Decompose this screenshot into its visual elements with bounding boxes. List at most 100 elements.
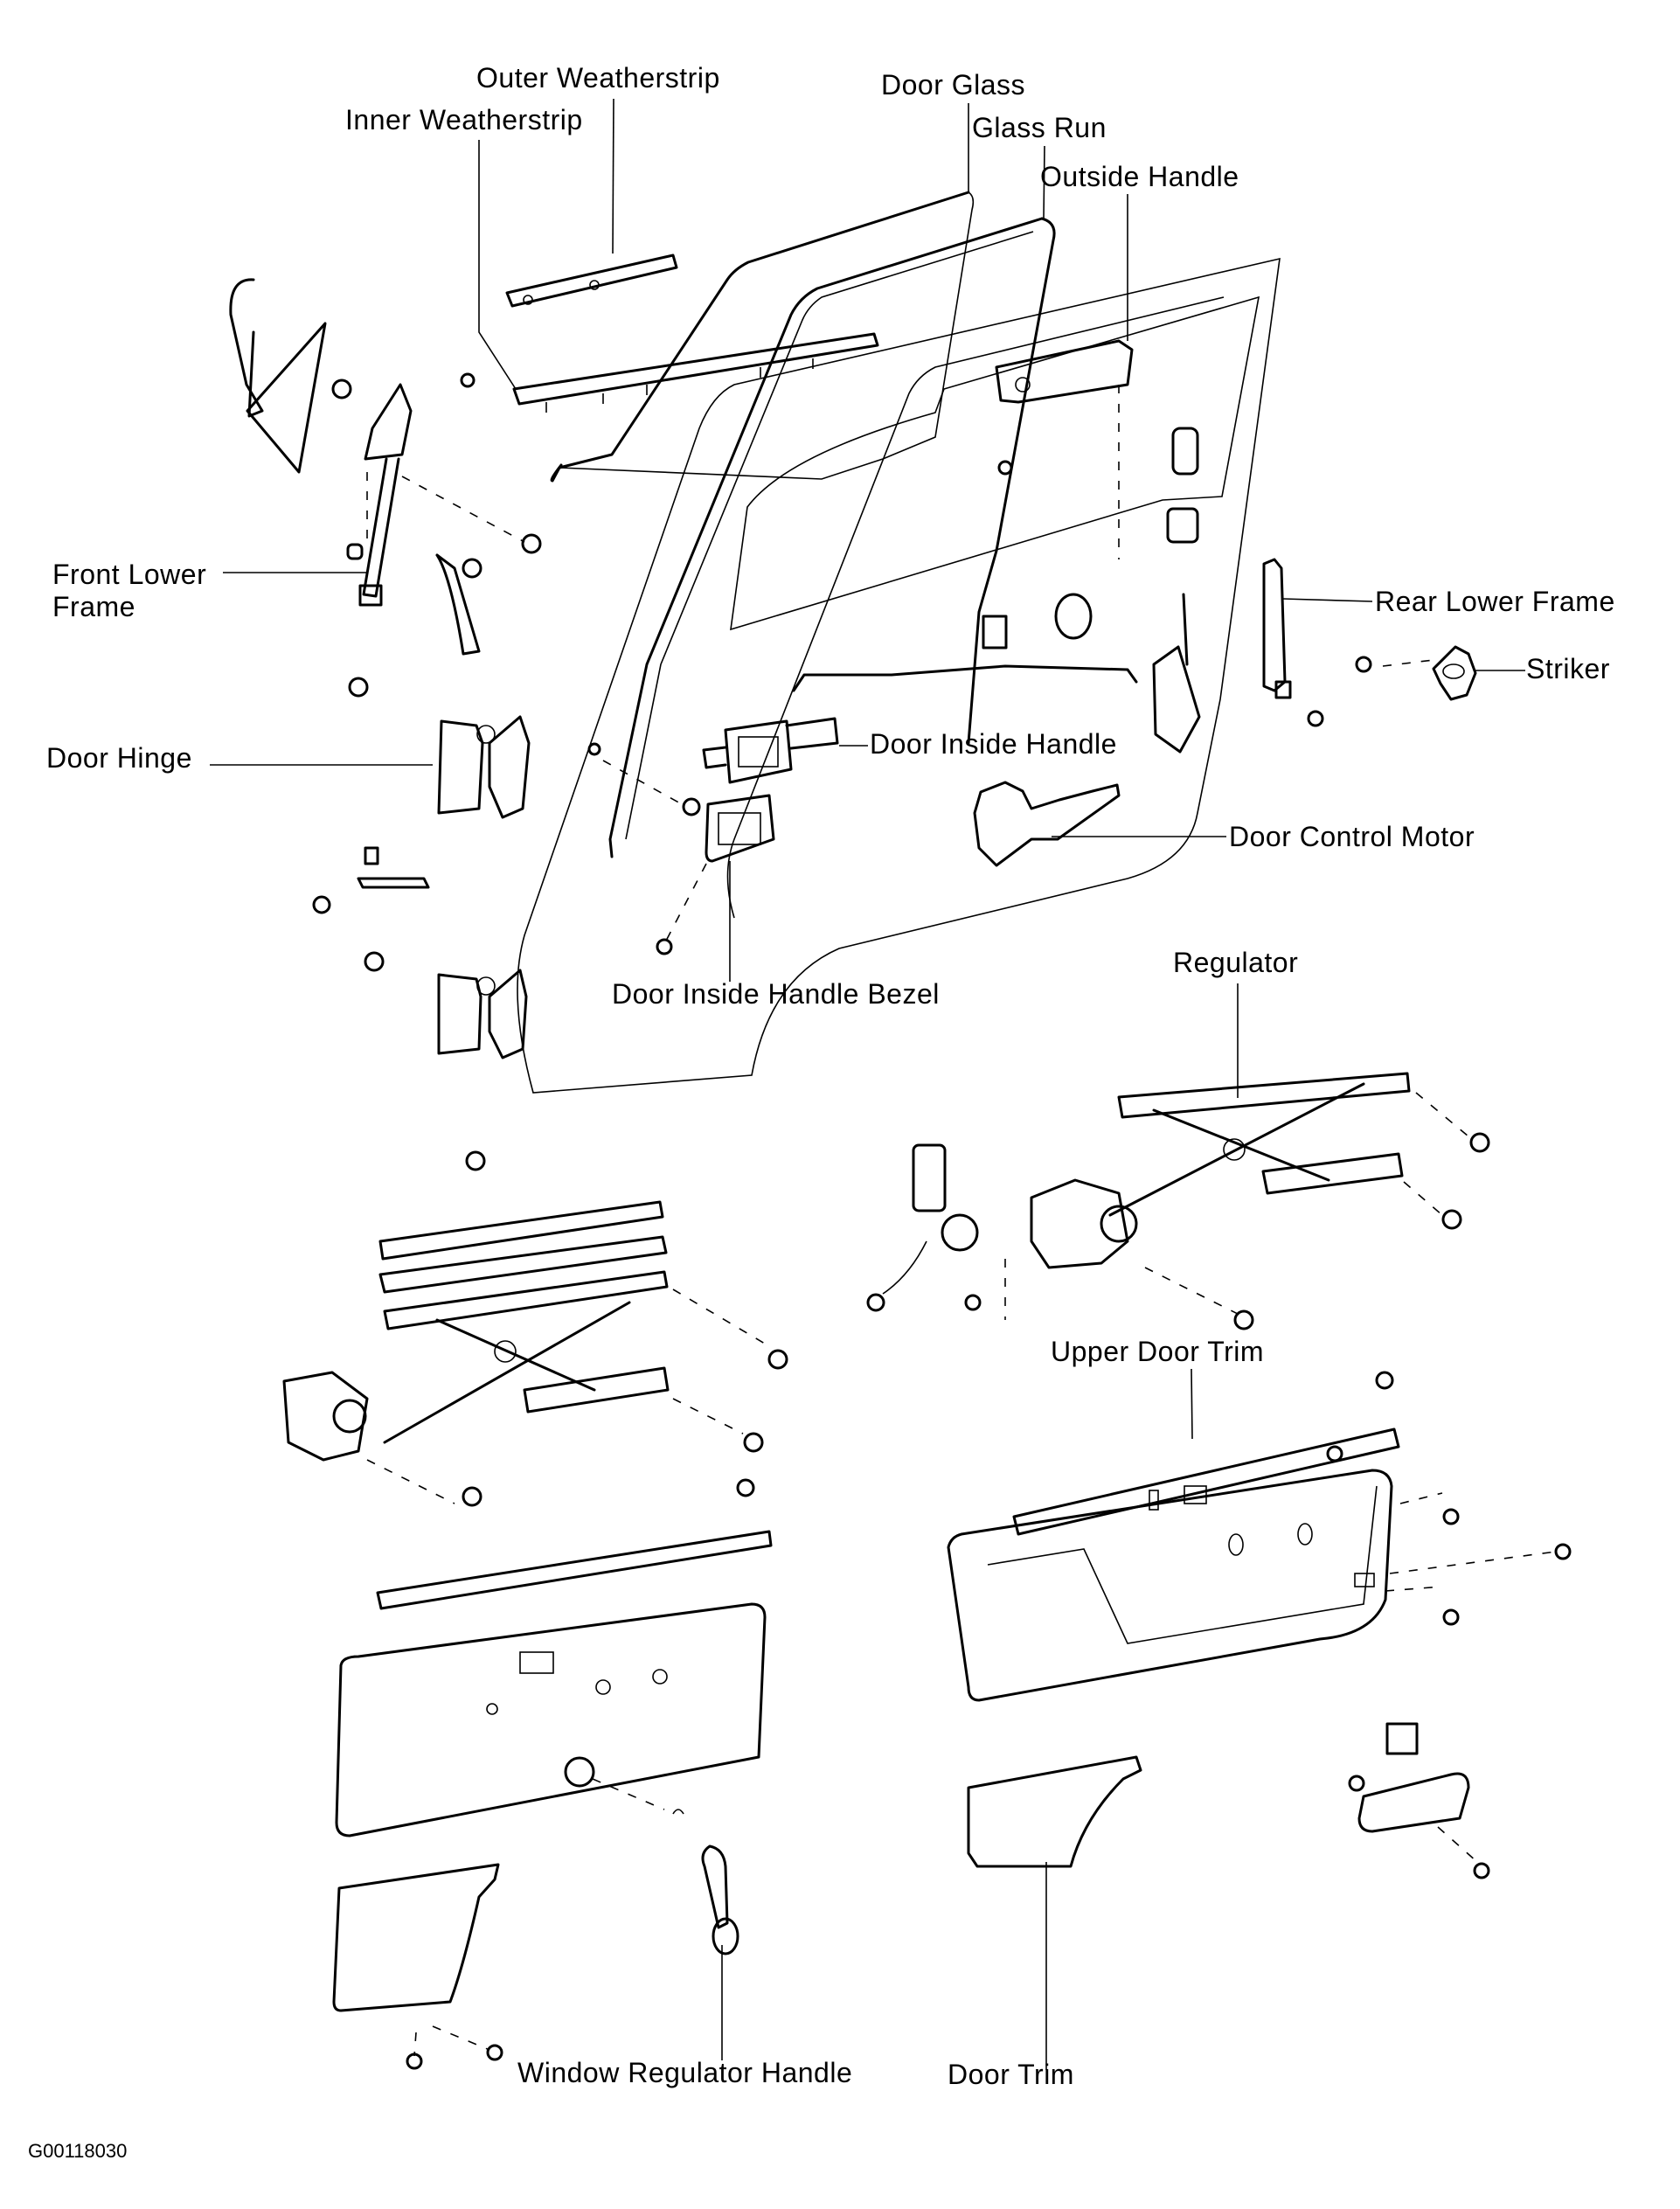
bolt-icon: [767, 1349, 788, 1370]
door-window-opening: [730, 295, 1260, 631]
dashed-guide: [401, 476, 525, 543]
door-shell: [517, 257, 1281, 1094]
bolt-icon: [1233, 1309, 1254, 1330]
door-check: [357, 846, 430, 889]
inner-weatherstrip-clips: [545, 358, 814, 413]
label-window-regulator-handle: Window Regulator Handle: [517, 2057, 852, 2088]
hinge-leaf-right: [488, 969, 528, 1059]
manual-regulator: [282, 1200, 770, 1504]
regulator-motor-wire: [882, 1240, 927, 1295]
dashed-guide: [672, 1398, 744, 1434]
door-glass: [550, 191, 975, 483]
clip-icon: [587, 742, 601, 756]
front-lower-frame-bracket: [364, 383, 413, 461]
inner-weatherstrip-body: [512, 332, 879, 406]
leader-inner-weatherstrip: [478, 140, 517, 390]
regulator-lower-rail: [1261, 1152, 1404, 1195]
label-rear-lower-frame: Rear Lower Frame: [1375, 586, 1615, 617]
glass-run-rear: [967, 217, 1056, 745]
door-hinge-lower: [437, 969, 528, 1059]
label-striker: Striker: [1526, 653, 1610, 684]
dashed-guide: [592, 1778, 665, 1810]
rear-lower-frame: [1262, 558, 1292, 699]
door-inner-outline: [726, 296, 1225, 919]
mirror-assembly: [229, 278, 481, 656]
lock-cylinder-cover: [1171, 427, 1199, 476]
inside-handle-lever: [738, 736, 779, 768]
bolt-icon: [1441, 1209, 1462, 1230]
left-trim-switch-hole: [519, 1651, 554, 1674]
upper-door-trim-strip: [1012, 1428, 1400, 1536]
rear-lower-frame-body: [1262, 558, 1287, 692]
manual-gear-plate: [282, 1371, 369, 1462]
screw-icon: [1307, 710, 1324, 727]
bolt-icon: [348, 677, 369, 698]
door-check-pin: [364, 846, 379, 865]
door-control-motor: [973, 781, 1121, 867]
clip-icon: [736, 1478, 755, 1497]
left-trim-panel: [335, 1602, 767, 1837]
label-door-hinge: Door Hinge: [46, 742, 192, 774]
clip-icon: [1375, 1371, 1394, 1390]
right-trim-switch: [1184, 1485, 1207, 1504]
door-check-arm: [357, 877, 430, 889]
regulator-upper-rail: [1117, 1072, 1411, 1119]
leader-rear-lower-frame: [1282, 598, 1373, 602]
dashed-guide: [1382, 659, 1434, 667]
corner-piece: [435, 553, 481, 656]
dashed-guide: [663, 863, 707, 945]
left-trim-clip: [595, 1679, 611, 1695]
front-lower-frame-foot: [358, 584, 383, 607]
dashed-guide: [1385, 1586, 1443, 1592]
right-trim-clip: [1228, 1533, 1244, 1556]
inside-handle-rod: [792, 664, 1138, 692]
glass-run-front-inner: [625, 231, 1034, 840]
armrest-assembly: [1357, 1722, 1478, 1863]
screw-icon: [406, 2053, 423, 2070]
lock-actuator: [1054, 593, 1093, 640]
clip-icon: [1348, 1775, 1365, 1792]
bolt-icon: [521, 533, 542, 554]
left-door-trim: [332, 1530, 773, 2057]
mirror-head: [229, 278, 264, 418]
clip-icon: [1442, 1508, 1460, 1525]
rod-clip: [982, 615, 1008, 650]
dashed-guide: [1415, 1092, 1469, 1137]
inner-weatherstrip: [512, 332, 879, 413]
manual-rail-3: [383, 1270, 669, 1330]
striker-loop: [1442, 663, 1465, 679]
outer-weatherstrip-body: [505, 254, 678, 308]
dashed-guide: [1403, 1181, 1443, 1216]
door-hinge-upper: [437, 715, 531, 819]
outside-handle-pivot: [1015, 377, 1031, 392]
regulator-pivot: [1223, 1138, 1246, 1161]
label-door-inside-handle: Door Inside Handle: [870, 728, 1117, 760]
label-front-lower-frame-line2: Frame: [52, 591, 135, 622]
leader-outer-weatherstrip: [612, 98, 614, 254]
figure-id: G00118030: [28, 2140, 127, 2162]
door-glass-body: [559, 191, 975, 480]
regulator-motor-gear: [941, 1213, 979, 1252]
screw-icon: [1473, 1862, 1490, 1879]
manual-pivot: [494, 1340, 517, 1363]
left-trim-clip: [652, 1669, 668, 1685]
regulator-spring: [1100, 1205, 1138, 1243]
regulator-arm-b: [1108, 1082, 1365, 1217]
armrest-grille: [1385, 1722, 1419, 1755]
outer-weatherstrip-clip: [589, 280, 600, 290]
outside-handle-body: [995, 339, 1134, 404]
right-trim-switch-small: [1149, 1490, 1159, 1511]
manual-arm-b: [383, 1301, 631, 1444]
bolt-icon: [312, 895, 331, 914]
left-upper-trim-strip: [376, 1530, 773, 1610]
striker-body: [1432, 645, 1477, 701]
manual-lower-rail: [523, 1366, 670, 1414]
labels: Outer Weatherstrip Inner Weatherstrip Do…: [28, 62, 1615, 2162]
door-panel-outline: [517, 257, 1281, 1094]
hinge-pin: [476, 725, 496, 744]
leader-lines: [210, 98, 1525, 2070]
manual-rail-2: [378, 1235, 668, 1294]
latch-rod: [1182, 593, 1189, 666]
dashed-guide: [366, 1459, 455, 1504]
